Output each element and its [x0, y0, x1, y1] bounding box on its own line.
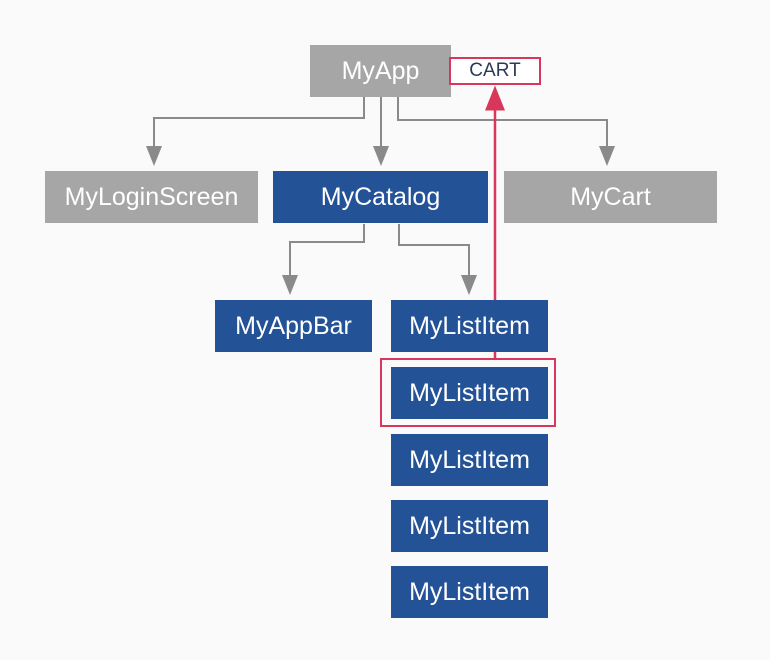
connector-catalog-to-listitem: [398, 224, 477, 295]
mylistitem-node: MyListItem: [391, 434, 548, 486]
connector-catalog-to-appbar: [282, 224, 365, 295]
connector-myapp-to-cart: [397, 97, 615, 166]
myappbar-node: MyAppBar: [215, 300, 372, 352]
mylistitem-label: MyListItem: [409, 445, 530, 474]
connector-myapp-to-loginscreen: [146, 97, 365, 166]
mylistitem-node-selected: MyListItem: [391, 367, 548, 419]
mylistitem-label: MyListItem: [409, 311, 530, 340]
myloginscreen-label: MyLoginScreen: [64, 182, 239, 211]
myapp-label: MyApp: [341, 56, 420, 85]
mylistitem-node: MyListItem: [391, 500, 548, 552]
mycatalog-label: MyCatalog: [320, 182, 441, 211]
selected-item-highlight: [380, 358, 556, 427]
mylistitem-label: MyListItem: [409, 511, 530, 540]
mylistitem-label: MyListItem: [409, 577, 530, 606]
cart-tag-label: CART: [469, 60, 521, 81]
mylistitem-node: MyListItem: [391, 566, 548, 618]
mylistitem-node: MyListItem: [391, 300, 548, 352]
mycart-node: MyCart: [504, 171, 717, 223]
cart-state-tag: CART: [449, 57, 541, 85]
mycart-label: MyCart: [570, 182, 651, 211]
myappbar-label: MyAppBar: [235, 311, 352, 340]
mylistitem-label: MyListItem: [409, 378, 530, 407]
myloginscreen-node: MyLoginScreen: [45, 171, 258, 223]
myapp-node: MyApp: [310, 45, 451, 97]
mycatalog-node: MyCatalog: [273, 171, 488, 223]
